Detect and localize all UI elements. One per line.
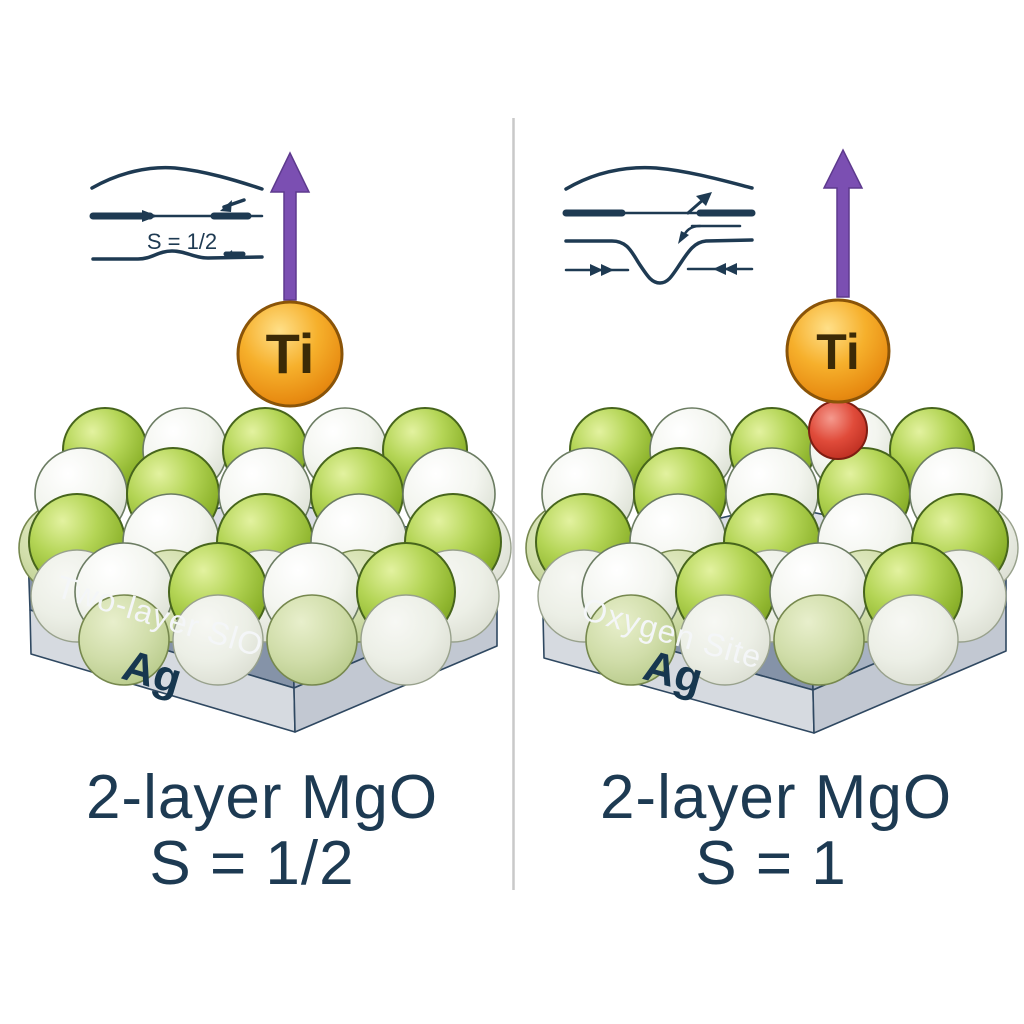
o-atom-sphere-lower [679, 594, 771, 686]
mg-atom-sphere-lower [78, 594, 170, 686]
mg-atom-sphere-lower [773, 594, 865, 686]
o-atom-sphere-lower [172, 594, 264, 686]
caption-line1-right: 2-layer MgO [599, 763, 953, 832]
caption-line2-right: S = 1 [695, 829, 847, 898]
ti-atom-label-right: Ti [816, 324, 860, 380]
energy-level-diagram-right [562, 165, 756, 285]
spin-arrow-up-icon-right [822, 148, 864, 298]
o-atom-sphere-lower [360, 594, 452, 686]
mgo-lattice-right [525, 400, 1019, 686]
oxygen-site-sphere [808, 400, 868, 460]
mg-atom-sphere-lower [585, 594, 677, 686]
ti-atom-sphere-left [236, 300, 344, 408]
o-atom-sphere-lower [867, 594, 959, 686]
energy-level-diagram-left [89, 165, 264, 261]
caption-line2-left: S = 1/2 [149, 829, 355, 898]
energy-diagram-spin-label: S = 1/2 [146, 229, 218, 254]
ti-atom-label-left: Ti [265, 322, 315, 385]
mg-atom-sphere-lower [266, 594, 358, 686]
mgo-lattice-left [18, 407, 512, 686]
ti-atom-sphere-right [785, 298, 891, 404]
caption-line1-left: 2-layer MgO [85, 763, 439, 832]
spin-arrow-up-icon-left [269, 151, 311, 301]
